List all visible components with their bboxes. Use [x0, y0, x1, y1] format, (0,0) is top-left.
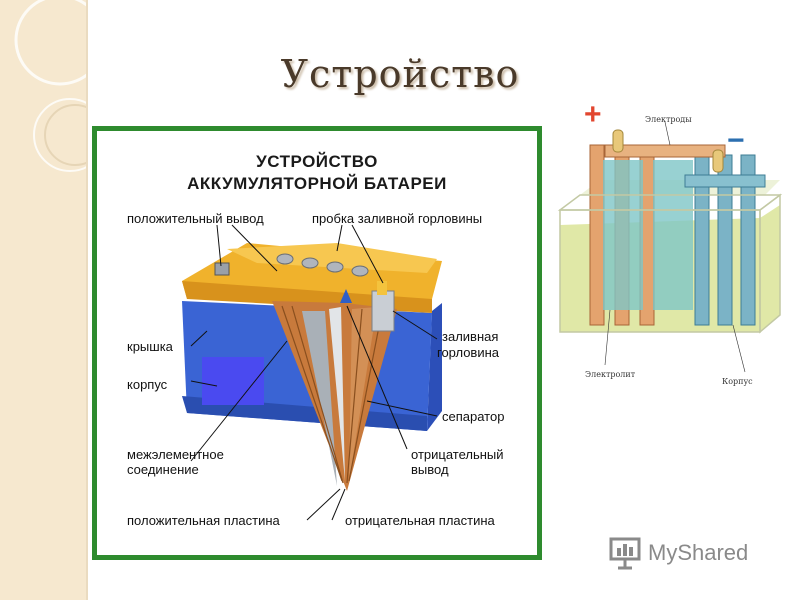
battery-cutaway-illustration	[182, 224, 442, 521]
label-filler-neck-line2: горловина	[437, 345, 500, 360]
label-electrodes: Электроды	[645, 115, 692, 124]
slide-title: Устройство	[280, 52, 520, 96]
label-positive-plate: положительная пластина	[127, 513, 280, 528]
plus-sign: +	[584, 98, 602, 131]
label-intercell-line1: межэлементное	[127, 447, 224, 462]
label-separator: сепаратор	[442, 409, 505, 424]
diagram-title-line1: УСТРОЙСТВО	[256, 152, 378, 171]
diagram-title-line2: АККУМУЛЯТОРНОЙ БАТАРЕИ	[187, 174, 447, 193]
label-negative-terminal-line2: вывод	[411, 462, 449, 477]
label-negative-plate: отрицательная пластина	[345, 513, 495, 528]
label-filler-neck-line1: заливная	[442, 329, 499, 344]
label-cover: крышка	[127, 339, 173, 354]
label-filler-plug: пробка заливной горловины	[312, 211, 483, 226]
presentation-board-icon	[609, 537, 641, 570]
label-case-right: Корпус	[722, 377, 753, 386]
watermark-text: MyShared	[648, 540, 749, 565]
label-positive-terminal: положительный вывод	[127, 211, 264, 226]
electrode-cell-illustration	[557, 121, 783, 373]
decorative-side-strip	[0, 0, 107, 600]
minus-sign: −	[727, 124, 745, 157]
battery-diagram-frame: УСТРОЙСТВО АККУМУЛЯТОРНОЙ БАТАРЕИ	[92, 126, 542, 560]
label-case: корпус	[127, 377, 168, 392]
label-intercell-line2: соединение	[127, 462, 199, 477]
label-negative-terminal-line1: отрицательный	[411, 447, 504, 462]
label-electrolyte: Электролит	[585, 370, 636, 379]
